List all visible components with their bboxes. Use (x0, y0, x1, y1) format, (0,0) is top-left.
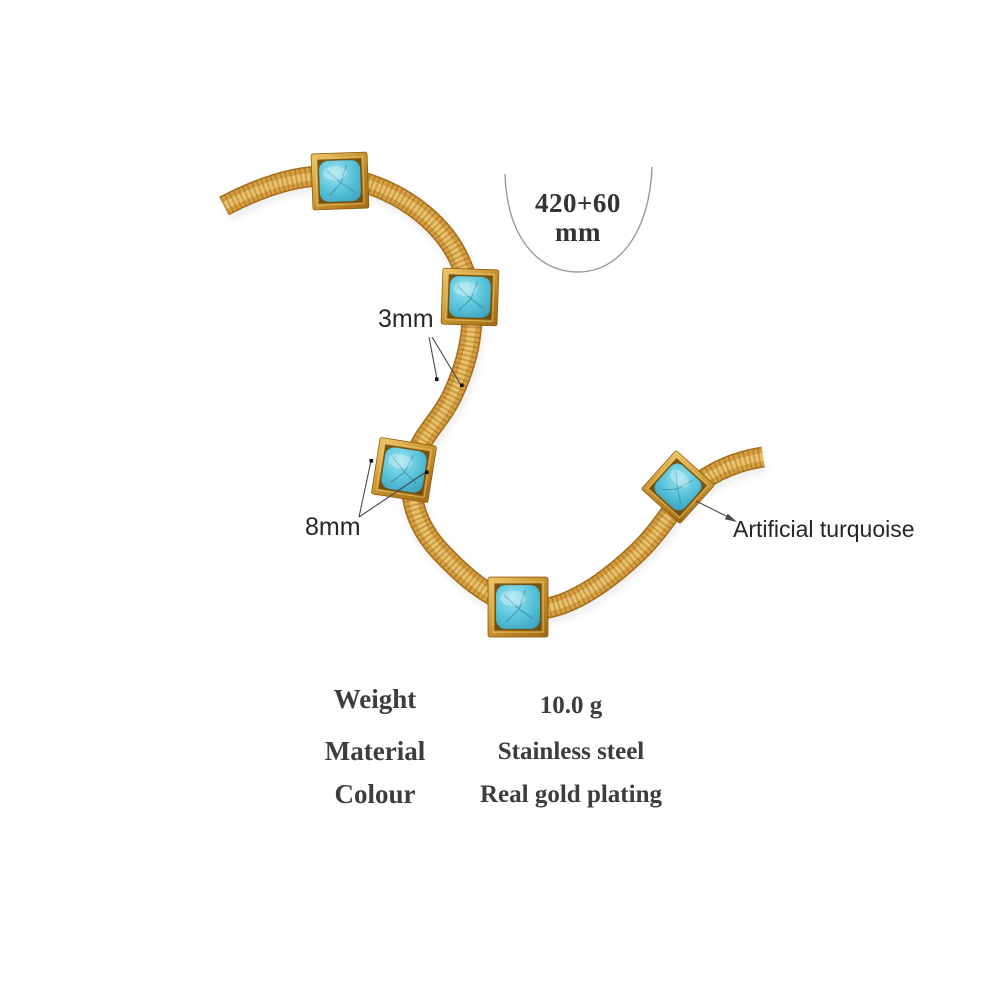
chain-edge (219, 165, 765, 620)
spec-value-material: Stainless steel (497, 738, 645, 765)
leader-8mm (358, 460, 427, 518)
size-callout: 420+60 mm (500, 189, 656, 247)
stone-5 (640, 449, 716, 525)
stone-material-label: Artificial turquoise (733, 516, 915, 542)
size-oval (504, 166, 653, 273)
chain (219, 165, 765, 620)
leader-3mm (428, 336, 462, 386)
spec-row-material: Material Stainless steel (0, 736, 1000, 776)
spec-value-colour: Real gold plating (480, 781, 662, 808)
chain-width-label: 3mm (378, 305, 434, 333)
chain-texture (219, 166, 765, 619)
stone-1 (310, 151, 370, 211)
spec-row-weight: Weight 10.0 g (0, 684, 1000, 724)
spec-label-weight: Weight (333, 684, 417, 714)
spec-label-material: Material (324, 736, 426, 766)
size-callout-unit: mm (555, 217, 601, 247)
measure-dots (369, 377, 464, 475)
size-callout-value: 420+60 (535, 188, 621, 218)
arrowhead (724, 513, 737, 522)
stone-4 (487, 576, 549, 638)
spec-label-colour: Colour (334, 779, 416, 809)
chain-body (219, 166, 765, 619)
spec-row-colour: Colour Real gold plating (0, 779, 1000, 819)
stone-width-label: 8mm (305, 513, 361, 541)
spec-value-weight: 10.0 g (539, 692, 603, 719)
chain-highlight (222, 171, 764, 614)
leader-lines (358, 336, 729, 518)
stone-3 (370, 436, 438, 504)
stone-2 (440, 267, 500, 327)
chain-shadow (220, 169, 767, 626)
leader-turquoise (695, 500, 729, 518)
